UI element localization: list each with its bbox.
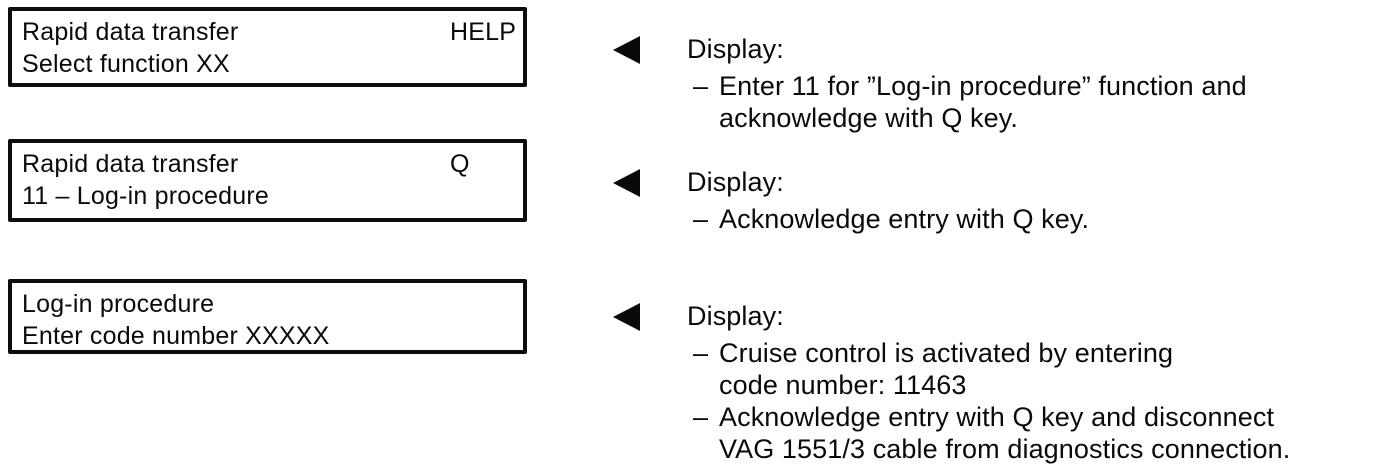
note-block-3: Display: –Cruise control is activated by… bbox=[613, 300, 1373, 465]
arrow-left-icon bbox=[613, 303, 640, 331]
note-line-text: Cruise control is activated by entering bbox=[719, 338, 1174, 368]
note-line-text: Enter 11 for ”Log-in procedure” function… bbox=[719, 71, 1247, 101]
lcd-line-1-text: Log-in procedure bbox=[22, 290, 215, 318]
note-line: –Cruise control is activated by entering bbox=[687, 337, 1373, 369]
note-body: Display: –Acknowledge entry with Q key. bbox=[687, 166, 1373, 235]
note-title: Display: bbox=[687, 301, 784, 331]
note-line: –Enter 11 for ”Log-in procedure” functio… bbox=[687, 70, 1373, 102]
lcd-display-box-3: Log-in procedure Enter code number XXXXX bbox=[8, 279, 527, 354]
arrow-left-icon bbox=[613, 36, 640, 64]
arrow-left-icon bbox=[613, 169, 640, 197]
bullet-dash: – bbox=[693, 402, 709, 432]
lcd-line-1: Rapid data transfer Q bbox=[22, 148, 513, 180]
note-title: Display: bbox=[687, 34, 784, 64]
lcd-display-box-1: Rapid data transfer HELP Select function… bbox=[8, 7, 527, 87]
lcd-line-1: Rapid data transfer HELP bbox=[22, 16, 517, 48]
lcd-line-1-text: Rapid data transfer bbox=[22, 150, 239, 178]
lcd-display-box-2: Rapid data transfer Q 11 – Log-in proced… bbox=[8, 139, 527, 222]
note-line: –Acknowledge entry with Q key and discon… bbox=[687, 401, 1373, 433]
note-line: –Acknowledge entry with Q key. bbox=[687, 203, 1373, 235]
note-line: code number: 11463 bbox=[687, 369, 1373, 401]
lcd-line-2: Select function XX bbox=[22, 50, 230, 78]
bullet-dash: – bbox=[693, 338, 709, 368]
note-block-2: Display: –Acknowledge entry with Q key. bbox=[613, 166, 1373, 235]
note-line: VAG 1551/3 cable from diagnostics connec… bbox=[687, 433, 1373, 465]
note-line-text: acknowledge with Q key. bbox=[719, 103, 1018, 133]
lcd-line-2: Enter code number XXXXX bbox=[22, 322, 330, 350]
note-title: Display: bbox=[687, 167, 784, 197]
lcd-line-1: Log-in procedure bbox=[22, 288, 513, 320]
note-line: acknowledge with Q key. bbox=[687, 102, 1373, 134]
lcd-line-1-text: Rapid data transfer bbox=[22, 18, 239, 46]
note-block-1: Display: –Enter 11 for ”Log-in procedure… bbox=[613, 33, 1373, 134]
function-key-label: HELP bbox=[450, 18, 517, 46]
note-line-text: VAG 1551/3 cable from diagnostics connec… bbox=[719, 434, 1291, 464]
note-body: Display: –Enter 11 for ”Log-in procedure… bbox=[687, 33, 1373, 134]
note-line-text: Acknowledge entry with Q key. bbox=[719, 204, 1090, 234]
bullet-dash: – bbox=[693, 71, 709, 101]
note-line-text: code number: 11463 bbox=[719, 370, 967, 400]
bullet-dash: – bbox=[693, 204, 709, 234]
note-line-text: Acknowledge entry with Q key and disconn… bbox=[719, 402, 1275, 432]
note-body: Display: –Cruise control is activated by… bbox=[687, 300, 1373, 465]
lcd-line-2: 11 – Log-in procedure bbox=[22, 182, 269, 210]
function-key-label: Q bbox=[450, 150, 470, 178]
